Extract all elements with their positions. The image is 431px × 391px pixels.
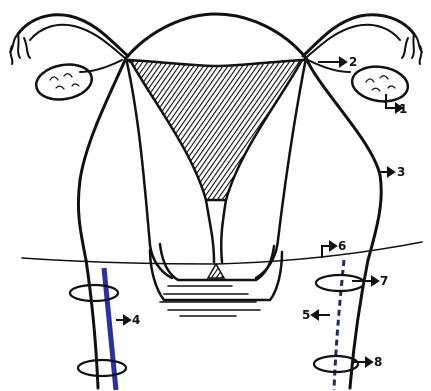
label-2: 2 bbox=[349, 55, 357, 69]
label-4: 4 bbox=[132, 313, 140, 327]
label-1: 1 bbox=[399, 102, 407, 116]
ligature-loops bbox=[70, 275, 364, 376]
label-3: 3 bbox=[397, 165, 405, 179]
label-6: 6 bbox=[338, 239, 346, 253]
label-5: 5 bbox=[302, 308, 310, 322]
right-blood-vessel bbox=[334, 260, 344, 390]
right-ovary bbox=[350, 63, 410, 104]
left-ovary bbox=[33, 60, 94, 103]
external-os bbox=[208, 264, 224, 278]
cervix bbox=[150, 200, 282, 300]
uterine-cavity bbox=[130, 60, 302, 200]
label-8: 8 bbox=[374, 355, 382, 369]
label-7: 7 bbox=[380, 274, 388, 288]
